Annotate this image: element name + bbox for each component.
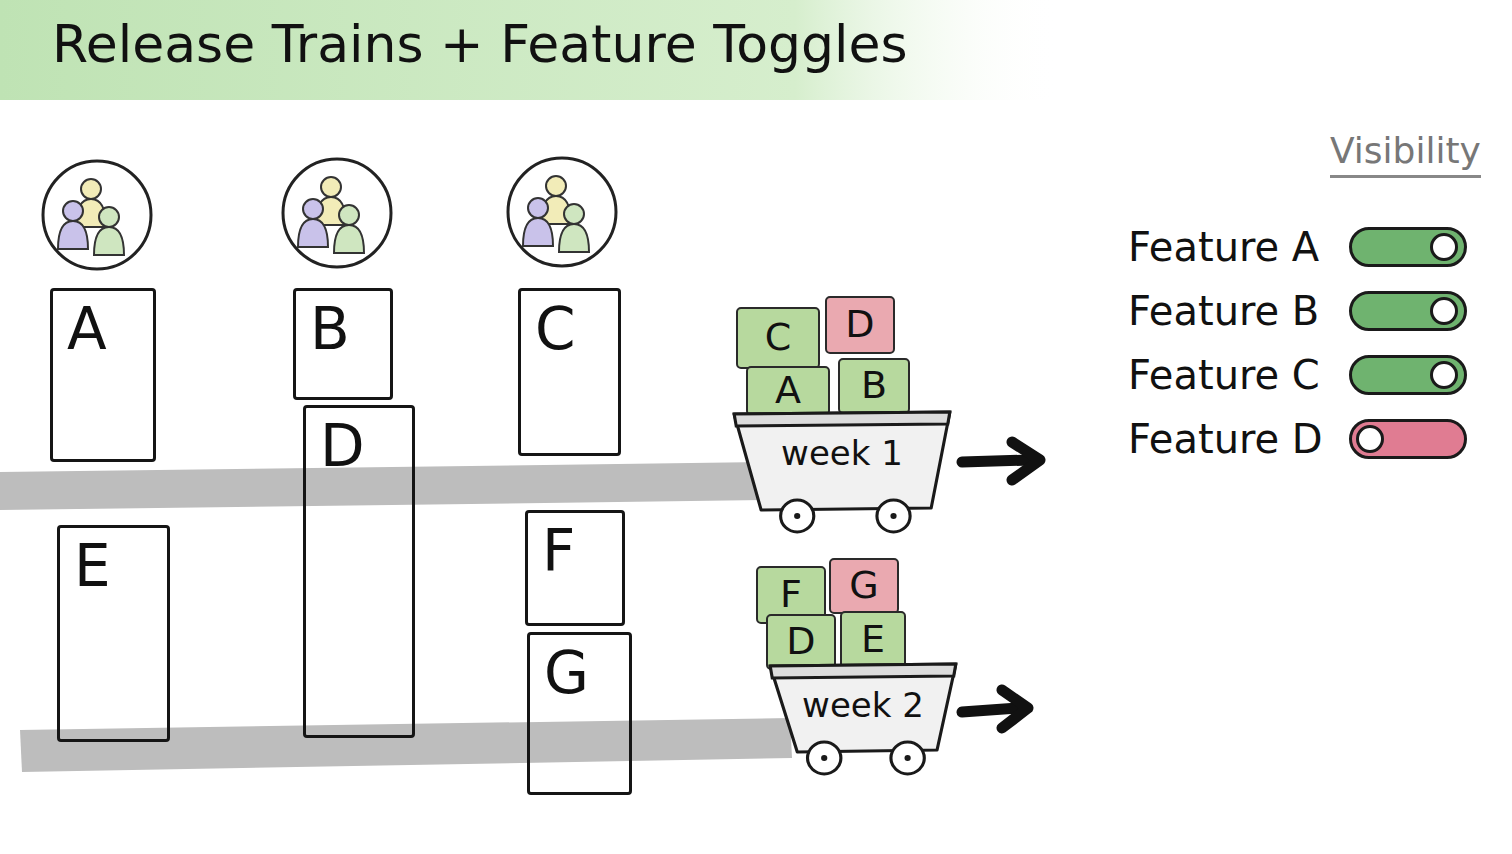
wagon-rim (734, 412, 950, 426)
release-rail (0, 462, 772, 510)
panel-heading: Visibility (1330, 130, 1481, 178)
wheel-hub (904, 755, 910, 761)
feature-box: G (527, 632, 632, 795)
feature-letter: C (765, 318, 792, 358)
team-circle (508, 158, 616, 266)
feature-letter: E (60, 528, 111, 597)
release-rail (20, 718, 792, 772)
toggle-panel: Feature A Feature B Feature C Feature D (1128, 215, 1467, 471)
toggle-knob (1430, 361, 1458, 389)
person-body (94, 227, 124, 255)
wheel-hub (821, 755, 827, 761)
toggle-knob (1430, 297, 1458, 325)
toggle-knob (1430, 233, 1458, 261)
toggle-switch (1349, 291, 1467, 331)
wagon-wheel (877, 500, 910, 532)
person-head (546, 176, 566, 196)
person-head (63, 201, 83, 221)
toggle-switch (1349, 355, 1467, 395)
feature-letter: D (845, 305, 874, 345)
feature-box: C (518, 288, 621, 456)
toggle-row: Feature D (1128, 407, 1467, 471)
toggle-row: Feature C (1128, 343, 1467, 407)
toggle-row: Feature A (1128, 215, 1467, 279)
feature-box: D (303, 405, 415, 738)
person-body (334, 225, 364, 253)
wheel-hub (890, 513, 896, 519)
wagon-shape (730, 408, 954, 538)
feature-letter: D (786, 622, 815, 662)
feature-block: D (825, 296, 895, 354)
feature-letter: A (775, 371, 801, 411)
title-band (0, 0, 1060, 100)
person-head (564, 204, 584, 224)
feature-letter: B (861, 366, 887, 406)
feature-box: B (293, 288, 393, 400)
person-head (303, 199, 323, 219)
feature-box: F (525, 510, 625, 626)
feature-block: D (766, 614, 836, 670)
feature-letter: F (528, 513, 575, 582)
person-head (81, 179, 101, 199)
feature-block: B (838, 358, 910, 414)
feature-letter: F (780, 575, 802, 615)
team-icon (283, 159, 391, 267)
diagram-title: Release Trains + Feature Toggles (52, 14, 908, 74)
feature-letter: C (521, 291, 576, 360)
person-body (298, 219, 328, 247)
wagon-wheel (808, 742, 841, 774)
toggle-label: Feature C (1128, 354, 1349, 396)
person-head (99, 207, 119, 227)
wheel-hub (794, 513, 800, 519)
feature-box: A (50, 288, 156, 462)
feature-letter: G (849, 566, 878, 606)
person-head (339, 205, 359, 225)
toggle-switch (1349, 227, 1467, 267)
wagon-wheel (891, 742, 924, 774)
feature-block: C (736, 307, 820, 369)
toggle-label: Feature A (1128, 226, 1349, 268)
team-icon (508, 158, 616, 266)
team-circle (283, 159, 391, 267)
feature-block: A (746, 366, 830, 416)
wagon-wheel (781, 500, 814, 532)
feature-block: G (829, 558, 899, 614)
feature-letter: D (306, 408, 365, 477)
toggle-row: Feature B (1128, 279, 1467, 343)
toggle-knob (1356, 425, 1384, 453)
toggle-switch (1349, 419, 1467, 459)
team-circle (43, 161, 151, 269)
person-body (559, 224, 589, 252)
toggle-label: Feature D (1128, 418, 1349, 460)
person-body (523, 218, 553, 246)
feature-box: E (57, 525, 170, 742)
person-head (528, 198, 548, 218)
ship-arrow (962, 690, 1028, 728)
wagon-rim (770, 664, 956, 678)
wagon-label: week 2 (766, 688, 960, 724)
feature-letter: B (296, 291, 350, 360)
team-icon (43, 161, 151, 269)
person-head (321, 177, 341, 197)
wagon-label: week 1 (730, 436, 954, 472)
feature-letter: E (861, 620, 885, 660)
feature-letter: G (530, 635, 589, 704)
toggle-label: Feature B (1128, 290, 1349, 332)
person-body (58, 221, 88, 249)
release-wagon: week 2 (766, 660, 960, 780)
feature-block: E (840, 611, 906, 669)
ship-arrow (962, 442, 1040, 480)
feature-letter: A (53, 291, 107, 360)
release-wagon: week 1 (730, 408, 954, 538)
